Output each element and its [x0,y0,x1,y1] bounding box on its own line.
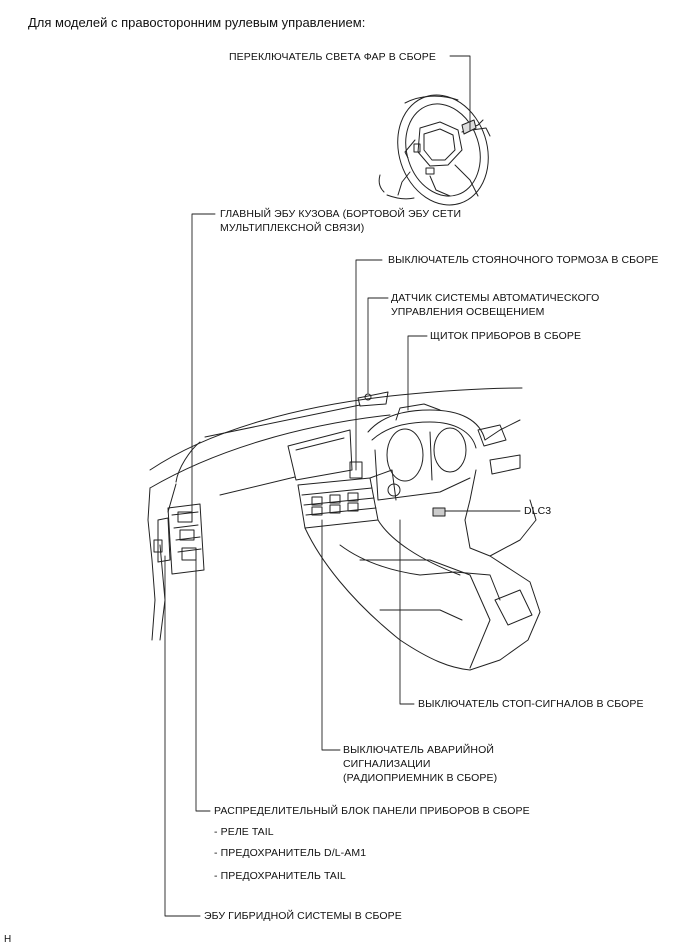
label-parking-brake-switch: ВЫКЛЮЧАТЕЛЬ СТОЯНОЧНОГО ТОРМОЗА В СБОРЕ [388,254,659,266]
label-hazard-switch-line1: ВЫКЛЮЧАТЕЛЬ АВАРИЙНОЙ [343,744,495,756]
page-heading: Для моделей с правосторонним рулевым упр… [28,15,366,30]
label-light-sensor-line2: УПРАВЛЕНИЯ ОСВЕЩЕНИЕМ [391,306,545,318]
label-fuse-dl-am1: - ПРЕДОХРАНИТЕЛЬ D/L-AM1 [214,847,367,859]
label-combination-meter: ЩИТОК ПРИБОРОВ В СБОРЕ [430,330,582,342]
label-hazard-switch-line2: СИГНАЛИЗАЦИИ [343,758,431,770]
label-light-sensor-line1: ДАТЧИК СИСТЕМЫ АВТОМАТИЧЕСКОГО [391,292,600,304]
label-fuse-tail: - ПРЕДОХРАНИТЕЛЬ TAIL [214,870,346,882]
label-hazard-switch-line3: (РАДИОПРИЕМНИК В СБОРЕ) [343,772,498,784]
label-junction-block: РАСПРЕДЕЛИТЕЛЬНЫЙ БЛОК ПАНЕЛИ ПРИБОРОВ В… [214,805,530,817]
dashboard-drawing [147,387,541,671]
label-stop-light-switch: ВЫКЛЮЧАТЕЛЬ СТОП-СИГНАЛОВ В СБОРЕ [418,698,644,710]
label-tail-relay: - РЕЛЕ TAIL [214,826,274,838]
steering-wheel-drawing [378,94,491,206]
label-headlight-switch: ПЕРЕКЛЮЧАТЕЛЬ СВЕТА ФАР В СБОРЕ [229,51,436,63]
corner-mark: H [4,934,12,945]
label-dlc3: DLC3 [524,505,552,517]
label-main-body-ecu-line1: ГЛАВНЫЙ ЭБУ КУЗОВА (БОРТОВОЙ ЭБУ СЕТИ [220,208,462,220]
label-hybrid-ecu: ЭБУ ГИБРИДНОЙ СИСТЕМЫ В СБОРЕ [204,910,402,922]
label-main-body-ecu-line2: МУЛЬТИПЛЕКСНОЙ СВЯЗИ) [220,222,365,234]
leader-lines [164,55,521,917]
